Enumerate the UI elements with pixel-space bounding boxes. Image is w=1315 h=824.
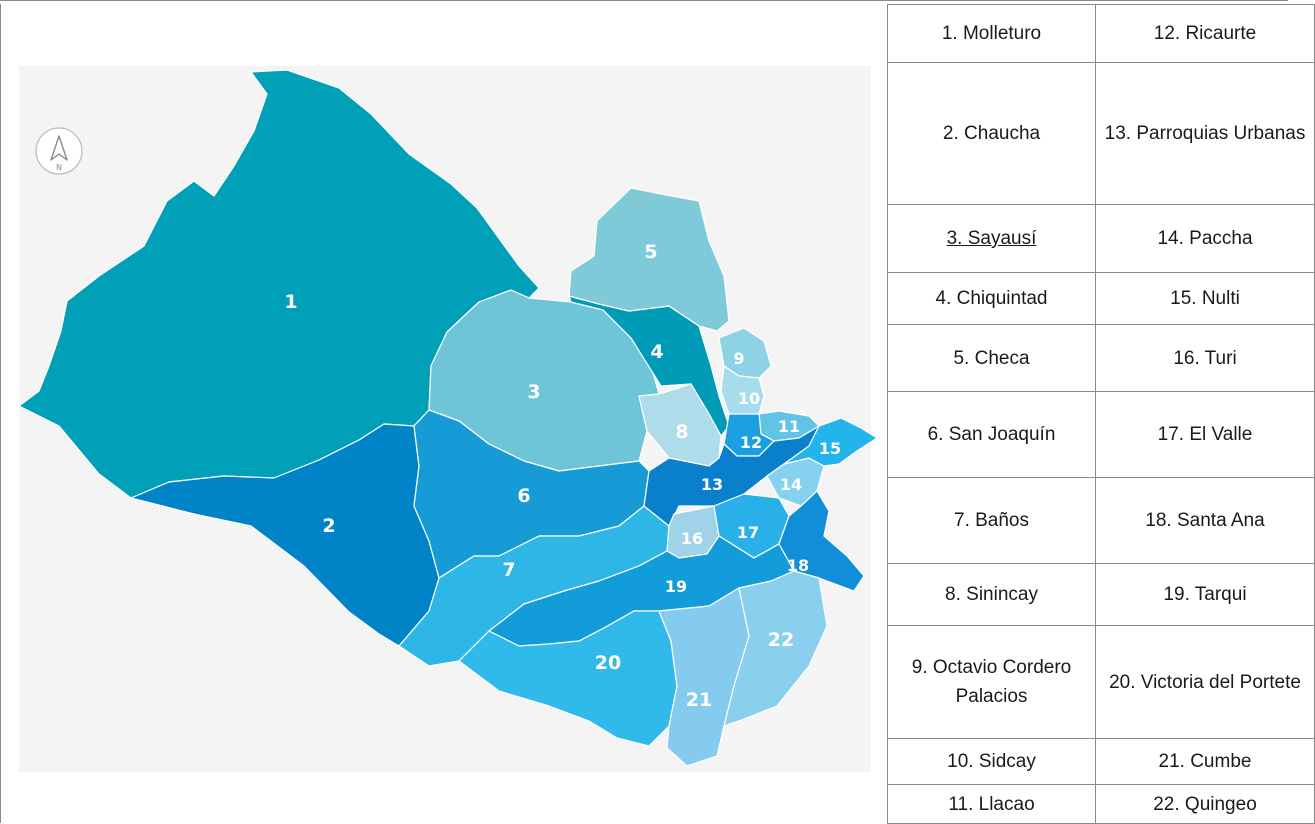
legend-cell: 19. Tarqui: [1095, 563, 1315, 626]
legend-cell: 8. Sinincay: [887, 563, 1096, 626]
label-9: 9: [733, 349, 744, 368]
label-1: 1: [284, 291, 297, 313]
label-11: 11: [778, 417, 800, 436]
legend-row: 8. Sinincay 19. Tarqui: [887, 563, 1315, 626]
legend-cell: 16. Turi: [1095, 324, 1315, 392]
label-17: 17: [737, 523, 759, 542]
parish-legend-table: 1. Molleturo 12. Ricaurte 2. Chaucha 13.…: [887, 4, 1315, 824]
legend-row: 7. Baños 18. Santa Ana: [887, 477, 1315, 564]
page-frame: [0, 0, 1288, 1]
parish-map: N 1 2 3 4 5 6 7 8 9 10 11 12 13 14 15 16…: [18, 66, 878, 772]
label-18: 18: [787, 556, 809, 575]
legend-row: 6. San Joaquín 17. El Valle: [887, 391, 1315, 478]
label-22: 22: [768, 629, 794, 651]
legend-row: 2. Chaucha 13. Parroquias Urbanas: [887, 62, 1315, 205]
label-8: 8: [675, 421, 688, 443]
legend-row: 1. Molleturo 12. Ricaurte: [887, 4, 1315, 63]
legend-cell: 17. El Valle: [1095, 391, 1315, 478]
compass-label: N: [56, 163, 62, 172]
north-arrow-icon: N: [35, 127, 83, 175]
label-15: 15: [819, 439, 841, 458]
legend-cell: 14. Paccha: [1095, 204, 1315, 273]
legend-row: 5. Checa 16. Turi: [887, 324, 1315, 392]
label-3: 3: [527, 381, 540, 403]
legend-cell: 15. Nulti: [1095, 272, 1315, 325]
legend-cell: 4. Chiquintad: [887, 272, 1096, 325]
legend-cell: 13. Parroquias Urbanas: [1095, 62, 1315, 205]
legend-row: 11. Llacao 22. Quingeo: [887, 784, 1315, 824]
legend-cell: 9. Octavio Cordero Palacios: [887, 625, 1096, 739]
region-18[interactable]: [778, 490, 865, 592]
legend-cell: 20. Victoria del Portete: [1095, 625, 1315, 739]
label-10: 10: [738, 389, 760, 408]
legend-cell: 7. Baños: [887, 477, 1096, 564]
label-12: 12: [740, 433, 762, 452]
label-4: 4: [650, 341, 663, 363]
legend-row: 10. Sidcay 21. Cumbe: [887, 738, 1315, 785]
legend-row: 4. Chiquintad 15. Nulti: [887, 272, 1315, 325]
label-21: 21: [686, 689, 712, 711]
legend-cell: 21. Cumbe: [1095, 738, 1315, 785]
sayausi-link[interactable]: 3. Sayausí: [946, 228, 1037, 249]
legend-cell: 1. Molleturo: [887, 4, 1096, 63]
region-5[interactable]: [568, 187, 730, 332]
label-2: 2: [322, 515, 335, 537]
label-16: 16: [681, 529, 703, 548]
legend-cell: 22. Quingeo: [1095, 784, 1315, 824]
label-5: 5: [644, 241, 657, 263]
label-19: 19: [665, 577, 687, 596]
region-22[interactable]: [723, 570, 828, 727]
label-14: 14: [780, 475, 802, 494]
label-20: 20: [595, 652, 621, 674]
legend-cell: 6. San Joaquín: [887, 391, 1096, 478]
label-6: 6: [517, 485, 530, 507]
label-7: 7: [502, 559, 515, 581]
legend-cell: 18. Santa Ana: [1095, 477, 1315, 564]
map-svg: N 1 2 3 4 5 6 7 8 9 10 11 12 13 14 15 16…: [18, 69, 878, 767]
legend-cell: 2. Chaucha: [887, 62, 1096, 205]
legend-row: 9. Octavio Cordero Palacios 20. Victoria…: [887, 625, 1315, 739]
label-13: 13: [701, 475, 723, 494]
legend-cell: 11. Llacao: [887, 784, 1096, 824]
legend-cell: 10. Sidcay: [887, 738, 1096, 785]
legend-cell-link[interactable]: 3. Sayausí: [887, 204, 1096, 273]
map-cell: N 1 2 3 4 5 6 7 8 9 10 11 12 13 14 15 16…: [0, 4, 888, 823]
legend-cell: 5. Checa: [887, 324, 1096, 392]
legend-row: 3. Sayausí 14. Paccha: [887, 204, 1315, 273]
region-15[interactable]: [783, 417, 878, 467]
legend-cell: 12. Ricaurte: [1095, 4, 1315, 63]
